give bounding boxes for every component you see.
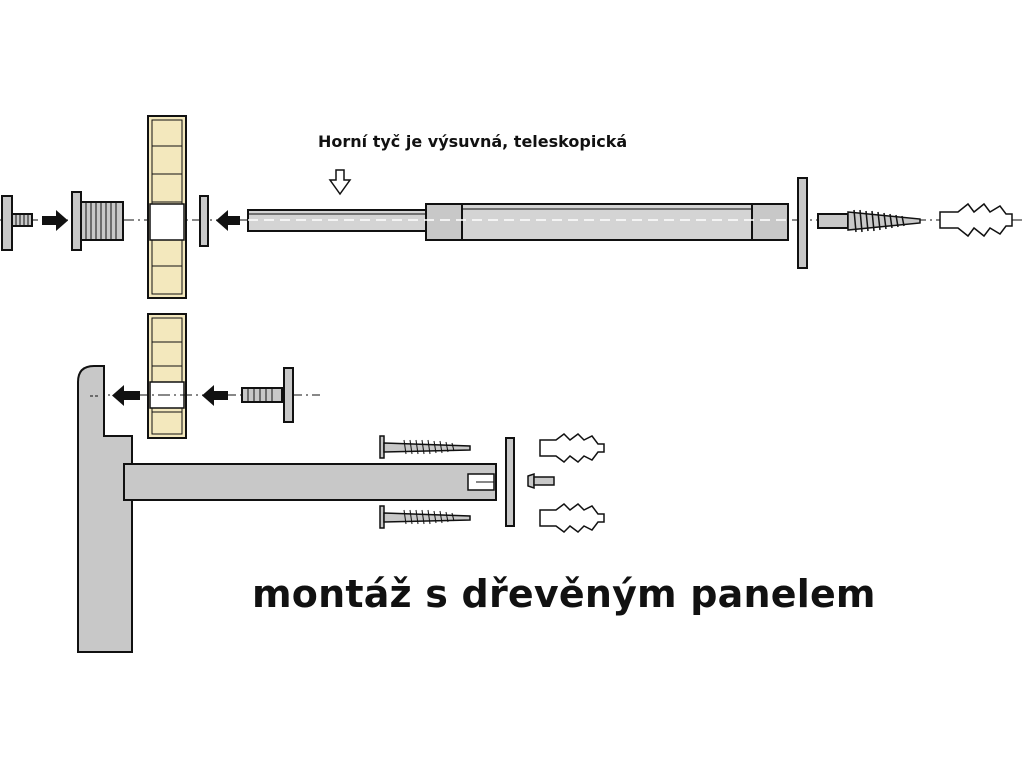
wall-anchor-upper xyxy=(539,433,605,463)
wood-screw-lower xyxy=(379,505,471,529)
bracket-arm-horizontal xyxy=(123,463,497,501)
wall-plate-top xyxy=(797,177,808,269)
wall-bracket-vertical xyxy=(77,365,133,653)
arrow-left-2 xyxy=(112,385,140,406)
wood-screw-upper xyxy=(379,435,471,459)
caption-label: montáž s dřevěným panelem xyxy=(252,572,876,616)
arrow-right-1 xyxy=(42,210,68,231)
wood-panel-lower xyxy=(147,313,187,439)
countersunk-screw xyxy=(527,472,555,490)
cap-screw-left xyxy=(1,195,33,251)
wood-panel-upper xyxy=(147,115,187,299)
annotation-label: Horní tyč je výsuvná, teleskopická xyxy=(318,132,628,151)
wall-anchor-lower xyxy=(539,503,605,533)
bolt-middle xyxy=(241,367,294,423)
threaded-bushing xyxy=(71,191,124,251)
wood-screw-top xyxy=(817,209,921,233)
wall-anchor-top xyxy=(939,202,1013,238)
telescopic-rod-outer xyxy=(425,203,789,241)
annotation-pointer-arrow xyxy=(328,169,352,196)
arrow-left-3 xyxy=(202,385,228,406)
wall-plate-bottom xyxy=(505,437,515,527)
washer-top xyxy=(199,195,209,247)
arrow-left-1 xyxy=(216,210,240,231)
